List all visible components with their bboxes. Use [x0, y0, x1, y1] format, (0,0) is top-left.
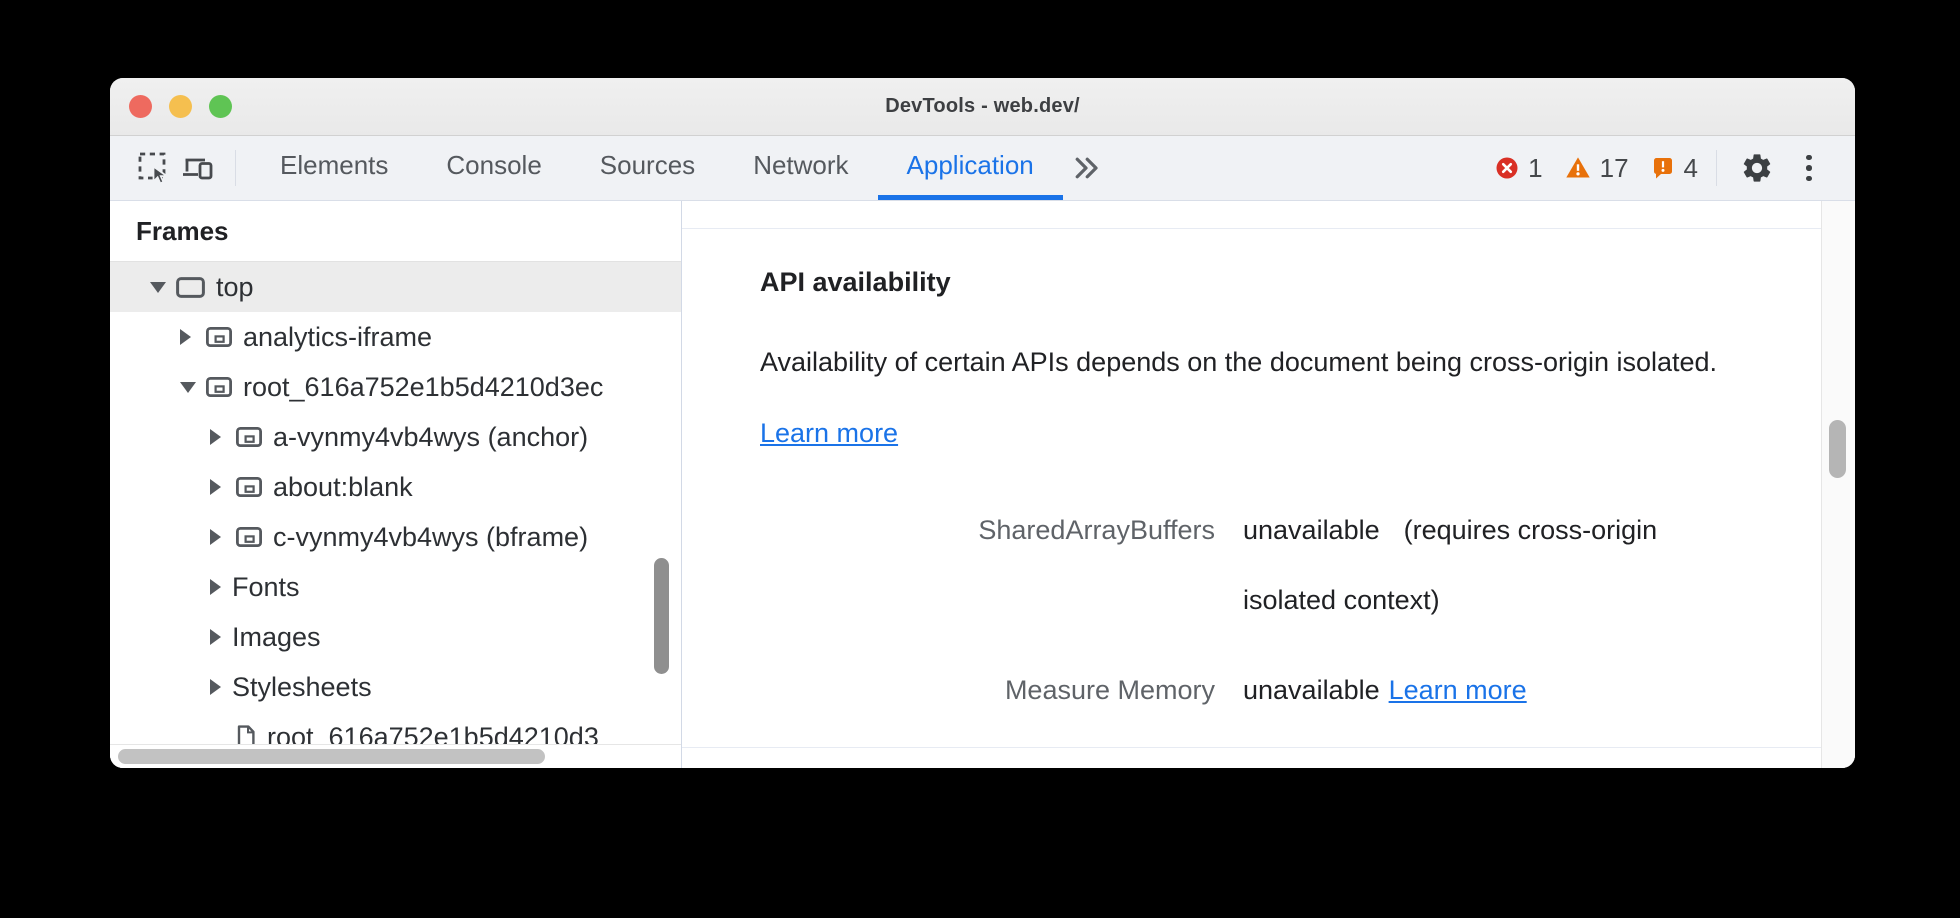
- tree-item-analytics-iframe[interactable]: analytics-iframe: [110, 312, 681, 362]
- application-main-panel: API availability Availability of certain…: [682, 201, 1855, 768]
- api-name-label: SharedArrayBuffers: [978, 515, 1215, 545]
- collapse-arrow-icon[interactable]: [210, 429, 232, 445]
- collapse-arrow-icon[interactable]: [210, 629, 232, 645]
- status-detail: (requires cross-origin isolated context): [1243, 515, 1658, 615]
- api-status-value: unavailable(requires cross-origin isolat…: [1243, 495, 1748, 635]
- learn-more-link[interactable]: Learn more: [1388, 675, 1527, 705]
- zoom-window-button[interactable]: [209, 95, 232, 118]
- error-count: 1: [1528, 152, 1543, 183]
- kebab-dot: [1806, 154, 1812, 161]
- iframe-icon: [236, 477, 262, 497]
- window-title: DevTools - web.dev/: [885, 95, 1080, 117]
- chevron-double-right-icon: [1071, 153, 1101, 183]
- section-bottom-divider: [682, 747, 1821, 748]
- inspect-element-button[interactable]: [132, 146, 176, 190]
- section-top-divider: [682, 201, 1821, 229]
- devtools-window: DevTools - web.dev/ Elements Console: [110, 78, 1855, 768]
- minimize-window-button[interactable]: [169, 95, 192, 118]
- sidebar-horizontal-scrollbar[interactable]: [110, 744, 681, 768]
- panel-tabs: Elements Console Sources Network Applica…: [251, 136, 1063, 200]
- table-row: SharedArrayBuffers unavailable(requires …: [682, 495, 1821, 635]
- document-icon: [236, 725, 256, 749]
- device-toolbar-icon: [180, 150, 216, 186]
- frame-icon: [176, 276, 205, 298]
- api-name-label: Measure Memory: [1004, 675, 1215, 705]
- tree-item-about-blank[interactable]: about:blank: [110, 462, 681, 512]
- kebab-dot: [1806, 175, 1812, 182]
- toggle-device-toolbar-button[interactable]: [176, 146, 220, 190]
- sidebar-horizontal-scrollbar-thumb[interactable]: [118, 749, 545, 764]
- main-scrollbar-gutter: [1821, 201, 1855, 768]
- tree-item-top[interactable]: top: [110, 262, 681, 312]
- issues-icon: [1651, 156, 1675, 180]
- description-text: Availability of certain APIs depends on …: [760, 347, 1718, 377]
- traffic-lights: [129, 78, 232, 135]
- tab-sources[interactable]: Sources: [599, 150, 696, 180]
- expand-arrow-icon[interactable]: [150, 281, 172, 293]
- more-options-button[interactable]: [1789, 146, 1829, 190]
- warning-icon: [1565, 155, 1591, 181]
- collapse-arrow-icon[interactable]: [180, 329, 202, 345]
- warnings-badge[interactable]: 17: [1565, 153, 1629, 184]
- tree-item-fonts[interactable]: Fonts: [110, 562, 681, 612]
- toolbar-divider: [1716, 150, 1717, 186]
- tab-network[interactable]: Network: [753, 150, 849, 180]
- iframe-icon: [236, 427, 262, 447]
- error-icon: [1495, 156, 1519, 180]
- toolbar-right-group: 1 17: [1483, 136, 1829, 200]
- tree-item-images[interactable]: Images: [110, 612, 681, 662]
- iframe-icon: [206, 377, 232, 397]
- api-availability-section: API availability Availability of certain…: [682, 201, 1821, 768]
- sidebar-vertical-scrollbar-thumb[interactable]: [654, 558, 669, 674]
- warning-count: 17: [1599, 152, 1629, 183]
- status-text: unavailable: [1243, 515, 1380, 545]
- section-heading: API availability: [760, 267, 951, 297]
- title-bar[interactable]: DevTools - web.dev/: [110, 78, 1855, 136]
- table-row: Measure Memory unavailable Learn more: [682, 655, 1821, 725]
- tree-item-stylesheets[interactable]: Stylesheets: [110, 662, 681, 712]
- issues-badge[interactable]: 4: [1651, 153, 1698, 184]
- expand-arrow-icon[interactable]: [180, 381, 202, 393]
- collapse-arrow-icon[interactable]: [210, 479, 232, 495]
- learn-more-link[interactable]: Learn more: [760, 418, 899, 448]
- application-panel-body: Frames top analytics-iframe: [110, 201, 1855, 768]
- frames-tree: top analytics-iframe root_616a752e1b5d42…: [110, 262, 681, 762]
- tab-console[interactable]: Console: [446, 150, 542, 180]
- collapse-arrow-icon[interactable]: [210, 529, 232, 545]
- settings-button[interactable]: [1735, 146, 1779, 190]
- tab-elements[interactable]: Elements: [280, 150, 389, 180]
- toolbar-divider: [235, 150, 236, 186]
- collapse-arrow-icon[interactable]: [210, 579, 232, 595]
- inspect-cursor-icon: [136, 150, 172, 186]
- status-text: unavailable: [1243, 675, 1380, 705]
- frames-sidebar: Frames top analytics-iframe: [110, 201, 682, 768]
- iframe-icon: [206, 327, 232, 347]
- gear-icon: [1740, 151, 1774, 185]
- errors-badge[interactable]: 1: [1495, 152, 1543, 184]
- tree-item-bframe[interactable]: c-vynmy4vb4wys (bframe): [110, 512, 681, 562]
- main-vertical-scrollbar-thumb[interactable]: [1829, 420, 1846, 478]
- issues-count: 4: [1683, 152, 1698, 183]
- close-window-button[interactable]: [129, 95, 152, 118]
- tree-item-root-frame[interactable]: root_616a752e1b5d4210d3ec: [110, 362, 681, 412]
- iframe-icon: [236, 527, 262, 547]
- api-status-value: unavailable Learn more: [1243, 655, 1748, 725]
- kebab-dot: [1806, 165, 1812, 171]
- tab-application[interactable]: Application: [877, 136, 1063, 200]
- devtools-toolbar: Elements Console Sources Network Applica…: [110, 136, 1855, 201]
- api-availability-table: SharedArrayBuffers unavailable(requires …: [682, 495, 1821, 725]
- section-description: Availability of certain APIs depends on …: [760, 327, 1745, 469]
- tree-item-anchor-frame[interactable]: a-vynmy4vb4wys (anchor): [110, 412, 681, 462]
- more-tabs-button[interactable]: [1071, 136, 1101, 200]
- collapse-arrow-icon[interactable]: [210, 679, 232, 695]
- frames-section-header: Frames: [110, 201, 681, 262]
